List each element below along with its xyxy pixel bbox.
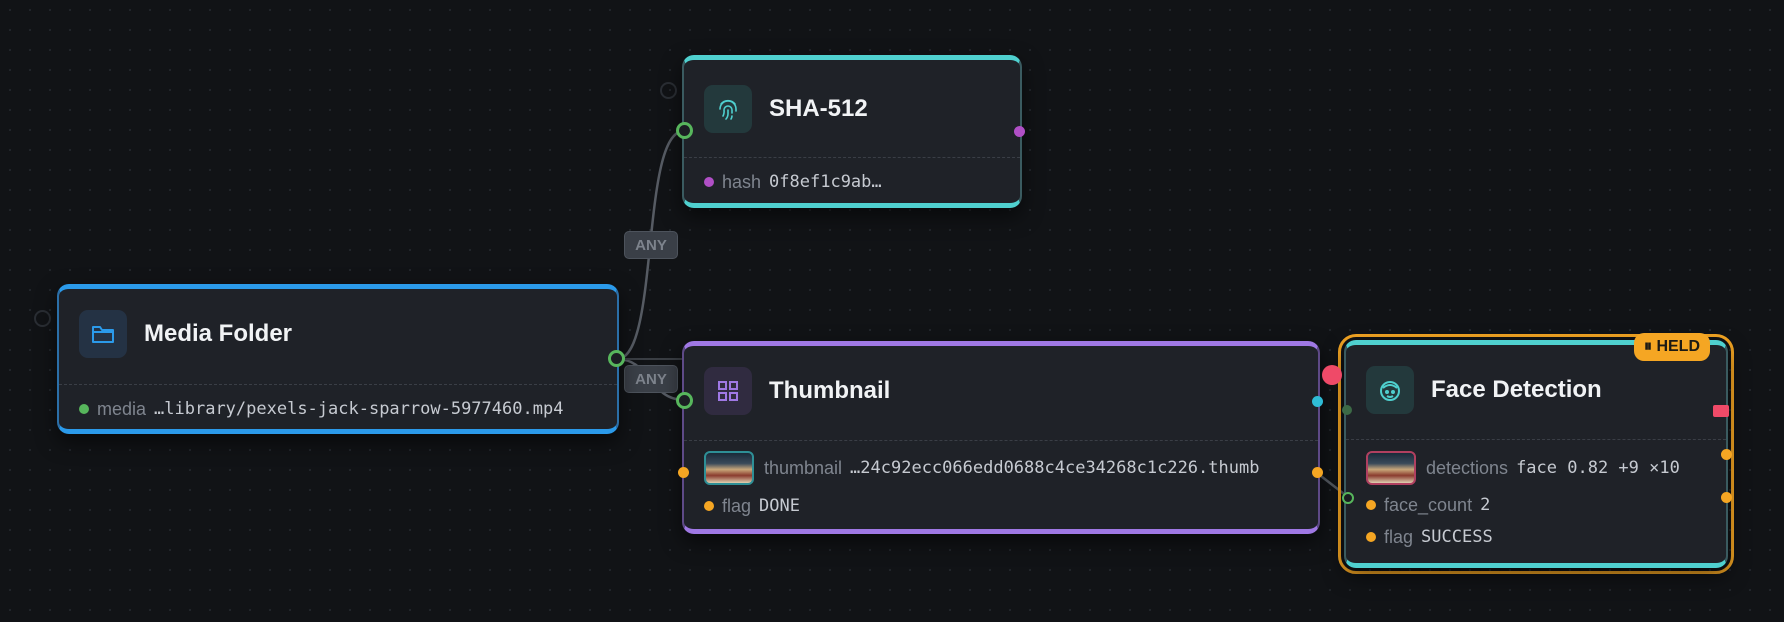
sha512-input-port[interactable] xyxy=(676,122,693,139)
output-row-thumbnail: thumbnail …24c92ecc066edd0688c4ce34268c1… xyxy=(704,450,1304,486)
node-header: Thumbnail xyxy=(704,366,1298,416)
detection-preview-image[interactable] xyxy=(1366,451,1416,485)
thumbnail-flag-output-port[interactable] xyxy=(1312,467,1323,478)
status-dot xyxy=(704,501,714,511)
row-value: …24c92ecc066edd0688c4ce34268c1c226.thumb xyxy=(850,458,1260,478)
face-count-output-port[interactable] xyxy=(1721,492,1732,503)
edge-label-any[interactable]: ANY xyxy=(624,231,678,259)
held-badge[interactable]: ⏸ HELD xyxy=(1634,333,1711,361)
status-dot xyxy=(1366,500,1376,510)
row-key: flag xyxy=(722,495,752,516)
held-outline xyxy=(1338,334,1734,574)
output-row-flag: flag DONE xyxy=(704,493,1304,519)
face-detections-output-port[interactable] xyxy=(1721,449,1732,460)
row-key: hash xyxy=(722,171,762,192)
face-flag-input-port[interactable] xyxy=(1342,492,1354,504)
node-divider xyxy=(684,157,1020,158)
node-header: Face Detection xyxy=(1366,365,1706,415)
status-dot xyxy=(79,404,89,414)
row-value: …library/pexels-jack-sparrow-5977460.mp4 xyxy=(154,399,564,419)
error-indicator-port[interactable] xyxy=(1322,365,1342,385)
node-title: Face Detection xyxy=(1431,376,1602,403)
node-divider xyxy=(59,384,617,385)
row-value: DONE xyxy=(759,496,800,516)
row-value: 2 xyxy=(1480,495,1491,515)
unconnected-port[interactable] xyxy=(34,310,51,327)
row-key: detections xyxy=(1426,457,1509,478)
node-divider xyxy=(684,440,1318,441)
row-key: media xyxy=(97,398,147,419)
folder-icon xyxy=(79,310,127,358)
output-row-media: media …library/pexels-jack-sparrow-59774… xyxy=(79,396,603,422)
unconnected-port[interactable] xyxy=(660,82,677,99)
face-stop-port[interactable] xyxy=(1713,405,1729,417)
node-divider xyxy=(1346,439,1726,440)
row-key: face_count xyxy=(1384,494,1473,515)
row-value: SUCCESS xyxy=(1421,527,1493,547)
row-key: flag xyxy=(1384,526,1414,547)
sha512-node[interactable]: SHA-512 hash 0f8ef1c9ab… xyxy=(682,55,1022,208)
output-row-detections: detections face 0.82 +9 ×10 xyxy=(1366,449,1712,487)
row-value: face 0.82 +9 ×10 xyxy=(1516,458,1680,478)
thumbnail-output-port[interactable] xyxy=(1312,396,1323,407)
node-header: Media Folder xyxy=(79,309,597,359)
node-title: Media Folder xyxy=(144,320,293,347)
output-row-face-count: face_count 2 xyxy=(1366,492,1712,518)
output-row-flag: flag SUCCESS xyxy=(1366,524,1712,550)
output-row-hash: hash 0f8ef1c9ab… xyxy=(704,169,1006,195)
media-output-port[interactable] xyxy=(608,350,625,367)
row-value: 0f8ef1c9ab… xyxy=(769,172,882,192)
sha512-output-port[interactable] xyxy=(1014,126,1025,137)
status-dot xyxy=(1366,532,1376,542)
node-header: SHA-512 xyxy=(704,84,1000,134)
face-detection-node[interactable]: Face Detection detections face 0.82 +9 ×… xyxy=(1344,340,1728,568)
node-title: Thumbnail xyxy=(769,377,891,404)
thumbnail-node[interactable]: Thumbnail thumbnail …24c92ecc066edd0688c… xyxy=(682,341,1320,534)
thumbnail-input-port[interactable] xyxy=(676,392,693,409)
thumbnail-side-port[interactable] xyxy=(678,467,689,478)
face-icon xyxy=(1366,366,1414,414)
grid-icon xyxy=(704,367,752,415)
thumbnail-preview-image[interactable] xyxy=(704,451,754,485)
node-title: SHA-512 xyxy=(769,95,868,122)
media-folder-node[interactable]: Media Folder media …library/pexels-jack-… xyxy=(57,284,619,434)
face-input-port[interactable] xyxy=(1342,405,1352,415)
status-dot xyxy=(704,177,714,187)
edge-label-any[interactable]: ANY xyxy=(624,365,678,393)
fingerprint-icon xyxy=(704,85,752,133)
row-key: thumbnail xyxy=(764,457,843,478)
